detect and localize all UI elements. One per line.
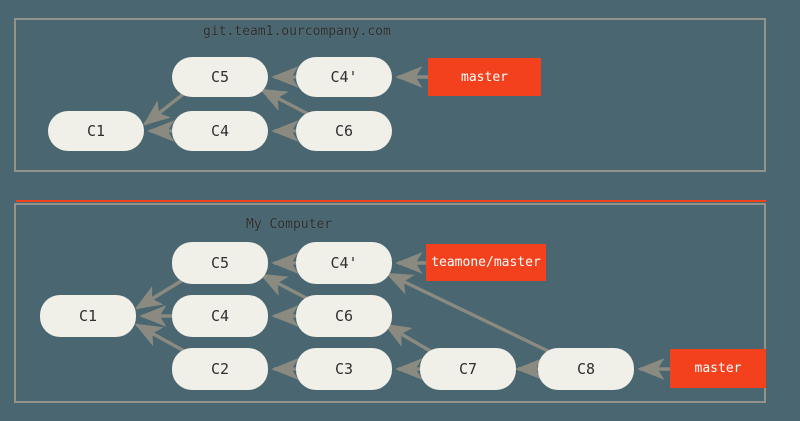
commit-node-c6[interactable]: C6 — [296, 111, 392, 151]
local-commit-node-c4[interactable]: C4 — [172, 295, 268, 337]
commit-node-c4-prime[interactable]: C4' — [296, 57, 392, 97]
local-commit-node-c2[interactable]: C2 — [172, 348, 268, 390]
local-commit-node-c6[interactable]: C6 — [296, 295, 392, 337]
local-commit-node-c1[interactable]: C1 — [40, 295, 136, 337]
branch-label-teamone-master[interactable]: teamone/master — [426, 244, 546, 281]
branch-label-master-remote[interactable]: master — [428, 58, 541, 96]
panel-title-local: My Computer — [246, 217, 333, 232]
local-commit-node-c5[interactable]: C5 — [172, 242, 268, 284]
local-commit-node-c8[interactable]: C8 — [538, 348, 634, 390]
panel-local — [14, 203, 766, 403]
commit-node-c1[interactable]: C1 — [48, 111, 144, 151]
local-commit-node-c4-prime[interactable]: C4' — [296, 242, 392, 284]
panel-divider-accent — [16, 200, 766, 202]
panel-title-remote: git.team1.ourcompany.com — [203, 24, 391, 39]
local-commit-node-c7[interactable]: C7 — [420, 348, 516, 390]
panel-remote — [14, 18, 766, 172]
commit-node-c5[interactable]: C5 — [172, 57, 268, 97]
branch-label-master-local[interactable]: master — [670, 349, 766, 388]
commit-node-c4[interactable]: C4 — [172, 111, 268, 151]
local-commit-node-c3[interactable]: C3 — [296, 348, 392, 390]
